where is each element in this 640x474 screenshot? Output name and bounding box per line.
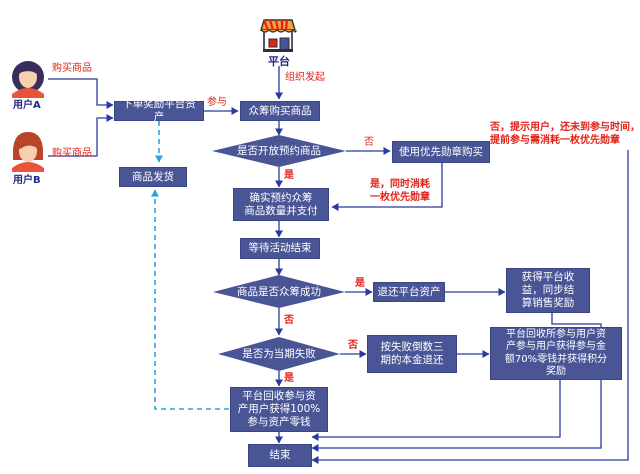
label-badge-yes-note: 是，同时消耗 一枚优先勋章 bbox=[370, 179, 430, 203]
edge-userB-order bbox=[48, 114, 114, 157]
edge-userA-order bbox=[48, 78, 114, 109]
node-wait-end: 等待活动结束 bbox=[240, 238, 320, 259]
node-confirm-pay: 确实预约众筹 商品数量并支付 bbox=[233, 188, 329, 221]
userB-avatar-icon bbox=[12, 132, 44, 172]
decision-preorder-shape bbox=[212, 135, 346, 167]
organize-label: 组织发起 bbox=[285, 72, 325, 83]
label-preorder-no: 否 bbox=[364, 137, 374, 148]
userA-name: 用户A bbox=[13, 100, 41, 111]
decision-fail-shape bbox=[218, 337, 340, 371]
label-success-no: 否 bbox=[284, 315, 294, 326]
label-fail-no: 否 bbox=[348, 340, 358, 351]
platform-name: 平台 bbox=[268, 55, 290, 68]
store-icon bbox=[260, 19, 297, 52]
node-crowd-buy: 众筹购买商品 bbox=[240, 101, 320, 121]
label-participate: 参与 bbox=[207, 97, 227, 108]
label-preorder-yes: 是 bbox=[284, 170, 294, 181]
label-fail-yes: 是 bbox=[284, 373, 294, 384]
userB-name: 用户B bbox=[13, 175, 41, 186]
node-recycle-full: 平台回收参与资 产用户获得100% 参与资产零钱 bbox=[230, 387, 328, 432]
label-success-yes: 是 bbox=[355, 278, 365, 289]
decision-preorder: 是否开放预约商品 bbox=[237, 144, 321, 157]
node-return-asset: 退还平台资产 bbox=[373, 282, 445, 302]
node-gain-profit: 获得平台收 益，同步结 算销售奖励 bbox=[506, 268, 590, 313]
node-refund-principal: 按失败倒数三 期的本金退还 bbox=[367, 335, 457, 373]
decision-success-shape bbox=[213, 275, 345, 308]
edge-badge-confirm bbox=[331, 163, 443, 211]
edge-full-ship-dashed bbox=[151, 189, 229, 410]
userA-action-label: 购买商品 bbox=[52, 63, 92, 74]
userB-action-label: 购买商品 bbox=[52, 148, 92, 159]
label-preorder-no-note: 否，提示用户，还未到参与时间， 提前参与需消耗一枚优先勋章 bbox=[490, 122, 640, 146]
decision-success: 商品是否众筹成功 bbox=[237, 285, 321, 298]
node-order-reward: 下单奖励平台资产 bbox=[114, 98, 204, 123]
edge-note-end bbox=[311, 150, 629, 464]
node-ship: 商品发货 bbox=[119, 167, 187, 187]
userA-avatar-icon bbox=[12, 61, 44, 98]
decision-fail-period: 是否为当期失败 bbox=[242, 347, 316, 360]
node-use-badge: 使用优先勋章购买 bbox=[392, 141, 490, 163]
edge-partial-end bbox=[311, 380, 561, 441]
node-end: 结束 bbox=[248, 444, 312, 467]
edge-profit-end bbox=[311, 313, 602, 452]
node-recycle-partial: 平台回收所参与用户资 产参与用户获得参与金 额70%零钱并获得积分 奖励 bbox=[490, 327, 622, 380]
